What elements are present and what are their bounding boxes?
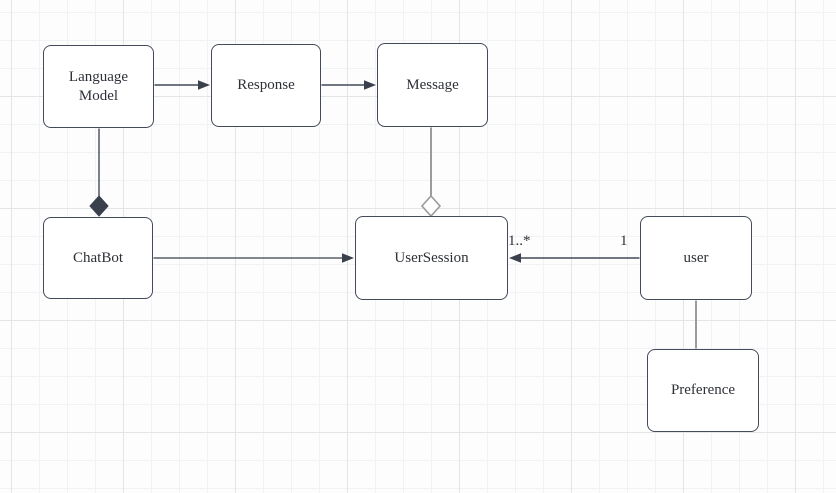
edge-user-usersession [509, 253, 640, 263]
edge-languagemodel-chatbot [89, 128, 109, 217]
arrowhead-icon[interactable] [509, 253, 521, 263]
node-label: Response [237, 77, 295, 94]
node-response[interactable]: Response [211, 44, 321, 127]
arrowhead-icon[interactable] [342, 253, 354, 263]
node-chatbot[interactable]: ChatBot [43, 217, 153, 299]
multiplicity-label-target[interactable]: 1..* [508, 233, 531, 249]
edge-chatbot-usersession [153, 253, 354, 263]
multiplicity-label-source[interactable]: 1 [620, 233, 628, 249]
node-message[interactable]: Message [377, 43, 488, 127]
node-label: user [683, 249, 709, 266]
arrowhead-icon[interactable] [198, 80, 210, 90]
node-label: Message [406, 76, 459, 93]
node-label: UserSession [394, 249, 469, 266]
node-user-session[interactable]: UserSession [355, 216, 508, 300]
composition-diamond-icon[interactable] [89, 195, 109, 217]
node-user[interactable]: user [640, 216, 752, 300]
arrowhead-icon[interactable] [364, 80, 376, 90]
edge-language-model-response [154, 80, 210, 90]
node-label: ChatBot [72, 249, 123, 266]
aggregation-diamond-icon[interactable] [420, 194, 442, 218]
node-language-model[interactable]: Language Model [43, 45, 154, 128]
edge-message-usersession [420, 127, 442, 218]
edge-response-message [321, 80, 376, 90]
node-label: Language Model [68, 68, 129, 104]
node-label: Preference [670, 382, 736, 399]
node-preference[interactable]: Preference [647, 349, 759, 432]
